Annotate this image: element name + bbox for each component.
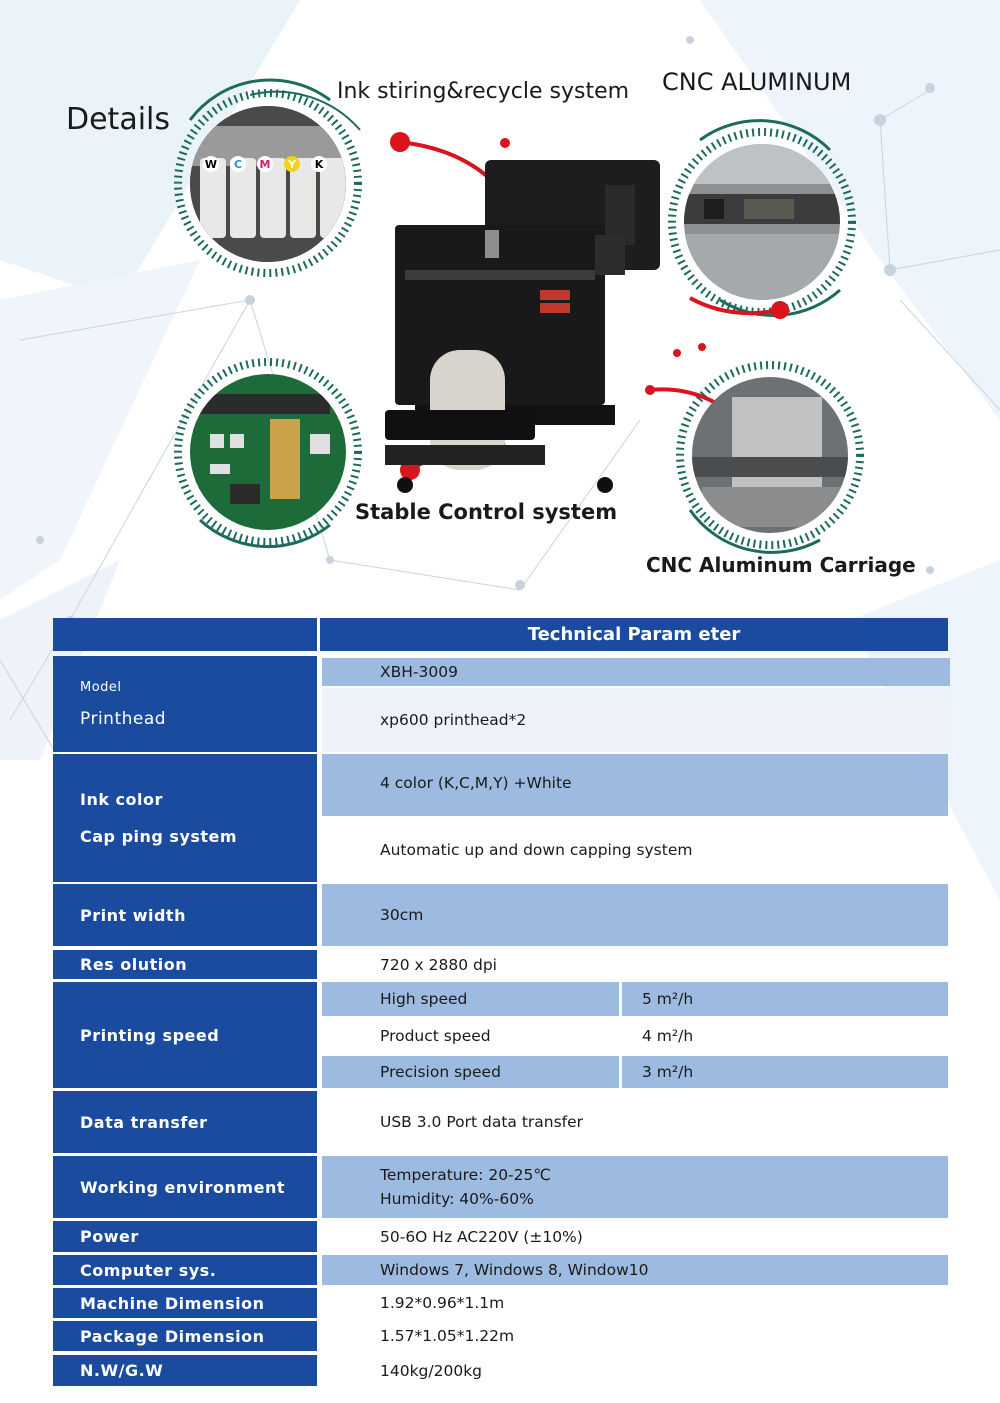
precision-speed-value-text: 3 m²/h: [642, 1063, 694, 1081]
machine-dimension-value-text: 1.92*0.96*1.1m: [380, 1294, 505, 1312]
resolution-value-text: 720 x 2880 dpi: [380, 955, 497, 974]
carriage-photo: [692, 377, 848, 533]
print-width-value-text: 30cm: [380, 906, 424, 924]
package-dimension-value-text: 1.57*1.05*1.22m: [380, 1327, 515, 1345]
ink-capping-label: Ink color Cap ping system: [53, 754, 317, 882]
power-value-text: 50-6O Hz AC220V (±10%): [380, 1227, 583, 1246]
precision-speed-value: 3 m²/h: [622, 1056, 948, 1088]
ink-system-label: Ink stiring&recycle system: [337, 79, 630, 104]
ink-label-m: M: [257, 156, 273, 172]
humidity-text: Humidity: 40%-60%: [380, 1190, 534, 1208]
printing-speed-label: Printing speed: [53, 982, 317, 1088]
model-label: Model: [80, 679, 122, 695]
ink-color-label: Ink color: [80, 790, 163, 809]
details-heading: Details: [66, 102, 171, 137]
capping-value-text: Automatic up and down capping system: [380, 841, 693, 859]
temperature-text: Temperature: 20-25℃: [380, 1166, 551, 1184]
data-transfer-label-text: Data transfer: [80, 1112, 208, 1132]
cnc-carriage-label: CNC Aluminum Carriage: [646, 553, 916, 577]
machine-dimension-value: 1.92*0.96*1.1m: [322, 1288, 948, 1318]
weight-label-text: N.W/G.W: [80, 1361, 164, 1380]
resolution-value: 720 x 2880 dpi: [322, 950, 948, 979]
data-transfer-value: USB 3.0 Port data transfer: [322, 1091, 948, 1153]
machine-dimension-label: Machine Dimension: [53, 1288, 317, 1318]
computer-sys-label-text: Computer sys.: [80, 1260, 217, 1280]
package-dimension-label: Package Dimension: [53, 1321, 317, 1351]
ink-color-value-text: 4 color (K,C,M,Y) +White: [380, 774, 572, 792]
working-environment-label: Working environment: [53, 1156, 317, 1218]
computer-sys-value-text: Windows 7, Windows 8, Window10: [380, 1261, 649, 1279]
high-speed-value-text: 5 m²/h: [642, 990, 694, 1008]
machine-dimension-label-text: Machine Dimension: [80, 1293, 265, 1313]
working-environment-value: Temperature: 20-25℃ Humidity: 40%-60%: [322, 1156, 948, 1218]
package-dimension-value: 1.57*1.05*1.22m: [322, 1321, 948, 1351]
cnc-aluminum-label: CNC ALUMINUM: [662, 68, 852, 96]
high-speed-mode: High speed: [322, 982, 619, 1016]
print-width-label-text: Print width: [80, 905, 186, 925]
model-value: XBH-3009: [322, 658, 950, 686]
weight-label: N.W/G.W: [53, 1355, 317, 1386]
printhead-value: xp600 printhead*2: [322, 688, 948, 752]
ink-color-labels: W C M Y K: [203, 156, 327, 172]
ink-label-k: K: [311, 156, 327, 172]
product-speed-value: 4 m²/h: [622, 1019, 948, 1053]
product-speed-value-text: 4 m²/h: [642, 1027, 694, 1045]
print-width-value: 30cm: [322, 884, 948, 946]
power-label: Power: [53, 1221, 317, 1252]
capping-value: Automatic up and down capping system: [322, 818, 948, 882]
high-speed-value: 5 m²/h: [622, 982, 948, 1016]
resolution-label-text: Res olution: [80, 955, 188, 974]
ink-color-value: 4 color (K,C,M,Y) +White: [322, 754, 948, 816]
product-speed-mode-text: Product speed: [380, 1027, 491, 1045]
model-value-text: XBH-3009: [380, 663, 458, 681]
precision-speed-mode-text: Precision speed: [380, 1063, 501, 1081]
working-environment-label-text: Working environment: [80, 1177, 285, 1197]
data-transfer-value-text: USB 3.0 Port data transfer: [380, 1113, 584, 1131]
power-label-text: Power: [80, 1227, 139, 1246]
weight-value-text: 140kg/200kg: [380, 1361, 483, 1380]
printhead-label: Printhead: [80, 708, 167, 729]
model-printhead-label: Model Printhead: [53, 656, 317, 752]
product-speed-mode: Product speed: [322, 1019, 619, 1053]
precision-speed-mode: Precision speed: [322, 1056, 619, 1088]
print-width-label: Print width: [53, 884, 317, 946]
computer-sys-label: Computer sys.: [53, 1255, 317, 1285]
ink-label-w: W: [203, 156, 219, 172]
printhead-value-text: xp600 printhead*2: [380, 711, 527, 729]
table-title-text: Technical Param eter: [527, 624, 741, 645]
table-title: Technical Param eter: [320, 618, 948, 651]
ink-tanks-illustration: [190, 106, 346, 262]
ink-label-y: Y: [284, 156, 300, 172]
printing-speed-label-text: Printing speed: [80, 1025, 220, 1045]
control-board-photo: [190, 374, 346, 530]
capping-label: Cap ping system: [80, 827, 238, 846]
computer-sys-value: Windows 7, Windows 8, Window10: [322, 1255, 948, 1285]
high-speed-mode-text: High speed: [380, 990, 468, 1008]
ink-tanks-photo: [190, 106, 346, 262]
cnc-rail-photo: [684, 144, 840, 300]
stable-control-label: Stable Control system: [355, 500, 618, 524]
weight-value: 140kg/200kg: [322, 1355, 948, 1386]
table-header-blank: [53, 618, 317, 651]
ink-label-c: C: [230, 156, 246, 172]
dtf-printer-illustration: [385, 160, 660, 493]
data-transfer-label: Data transfer: [53, 1091, 317, 1153]
package-dimension-label-text: Package Dimension: [80, 1326, 265, 1346]
resolution-label: Res olution: [53, 950, 317, 979]
power-value: 50-6O Hz AC220V (±10%): [322, 1221, 948, 1252]
